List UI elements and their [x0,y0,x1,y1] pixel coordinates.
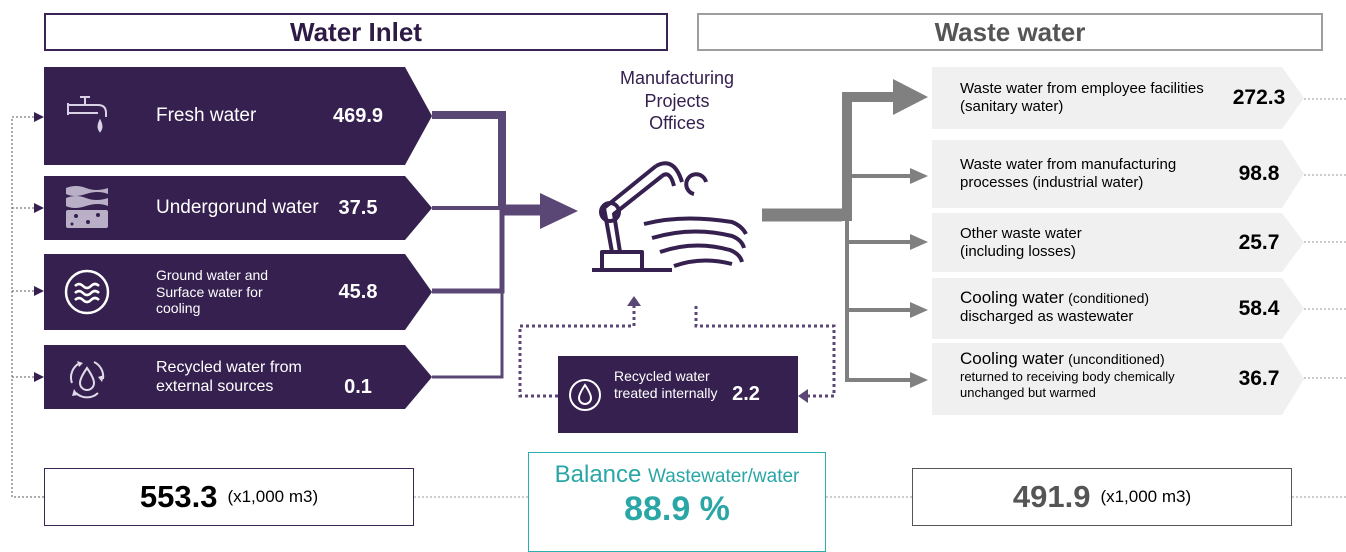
inlet-total-value: 553.3 [139,479,218,514]
flow-connectors [11,79,1346,502]
waste-label-sanitary: Waste water from employee facilities (sa… [960,80,1204,115]
waste-label-cooling-conditioned-paren: (conditioned) [1068,290,1150,306]
waste-row-industrial: Waste water from manufacturing processes… [932,140,1304,208]
inlet-row-ground-surface-water: Ground water and Surface water for cooli… [44,254,432,330]
process-label: Manufacturing Projects Offices [592,67,762,135]
waste-water-header: Waste water [697,13,1323,51]
waste-value-industrial: 98.8 [1238,162,1280,185]
inlet-main-arrowhead [540,193,578,229]
waste-label-other: Other waste water (including losses) [960,224,1082,260]
inlet-label-underground-water: Undergorund water [156,196,319,218]
inlet-total-unit: (x1,000 m3) [227,487,319,506]
waste-label-cooling-conditioned-main: Cooling water [960,288,1064,307]
inlet-label-recycled-external: Recycled water from external sources [156,358,302,395]
waste-total-box: 491.9 (x1,000 m3) [912,468,1292,526]
inlet-total-box: 553.3 (x1,000 m3) [44,468,414,526]
waste-label-cooling-unconditioned-paren: (unconditioned) [1068,351,1165,367]
waste-total-value: 491.9 [1012,479,1091,514]
recycled-internal-label: Recycled water treated internally [614,368,718,401]
waste-value-cooling-unconditioned: 36.7 [1238,367,1280,390]
inlet-value-ground-surface-water: 45.8 [338,280,378,303]
waste-value-sanitary: 272.3 [1232,86,1286,109]
inlet-row-underground-water: Undergorund water 37.5 [44,176,432,240]
inlet-value-recycled-external: 0.1 [344,375,372,398]
process-label-projects: Projects [644,90,710,111]
balance-value: 88.9 % [624,490,730,528]
waste-label-cooling-unconditioned-rest: returned to receiving body chemically un… [960,369,1175,400]
recycle-drop-icon [69,361,105,399]
waste-row-sanitary: Waste water from employee facilities (sa… [932,67,1304,129]
recycled-internal-value: 2.2 [732,383,760,405]
waste-total-unit: (x1,000 m3) [1100,487,1192,506]
underground-layers-icon [66,186,108,228]
process-label-offices: Offices [649,113,705,133]
inlet-value-underground-water: 37.5 [338,196,378,219]
water-inlet-header: Water Inlet [44,13,668,51]
inlet-value-fresh-water: 469.9 [332,104,384,127]
waves-circle-icon [64,269,110,315]
recycled-internal-box: Recycled water treated internally 2.2 [558,356,798,433]
balance-box: Balance Wastewater/water 88.9 % [528,452,826,552]
waste-label-cooling-unconditioned-main: Cooling water [960,349,1064,368]
waste-label-cooling-unconditioned: Cooling water (unconditioned) returned t… [960,343,1260,415]
waste-label-cooling-conditioned-rest: discharged as wastewater [960,308,1134,326]
inlet-row-recycled-external: Recycled water from external sources 0.1 [44,345,432,409]
balance-sublabel: Wastewater/water [648,466,800,487]
process-label-manufacturing: Manufacturing [619,68,735,88]
waste-value-other: 25.7 [1238,230,1280,254]
balance-label: Balance [554,461,642,488]
robot-arm-water-icon [592,161,748,272]
inlet-label-ground-surface-water: Ground water and Surface water for cooli… [156,266,269,317]
waste-label-cooling-conditioned: Cooling water (conditioned) discharged a… [960,278,1230,339]
waste-row-other: Other waste water (including losses) 25.… [932,213,1304,272]
faucet-icon [67,96,107,133]
waste-value-cooling-conditioned: 58.4 [1238,296,1280,320]
waste-label-industrial: Waste water from manufacturing processes… [960,156,1177,191]
water-drop-circle-icon [569,379,601,411]
inlet-row-fresh-water: Fresh water 469.9 [44,67,432,165]
inlet-label-fresh-water: Fresh water [156,104,257,126]
waste-row-cooling-unconditioned: Cooling water (unconditioned) returned t… [932,343,1304,415]
waste-row-cooling-conditioned: Cooling water (conditioned) discharged a… [932,278,1304,339]
